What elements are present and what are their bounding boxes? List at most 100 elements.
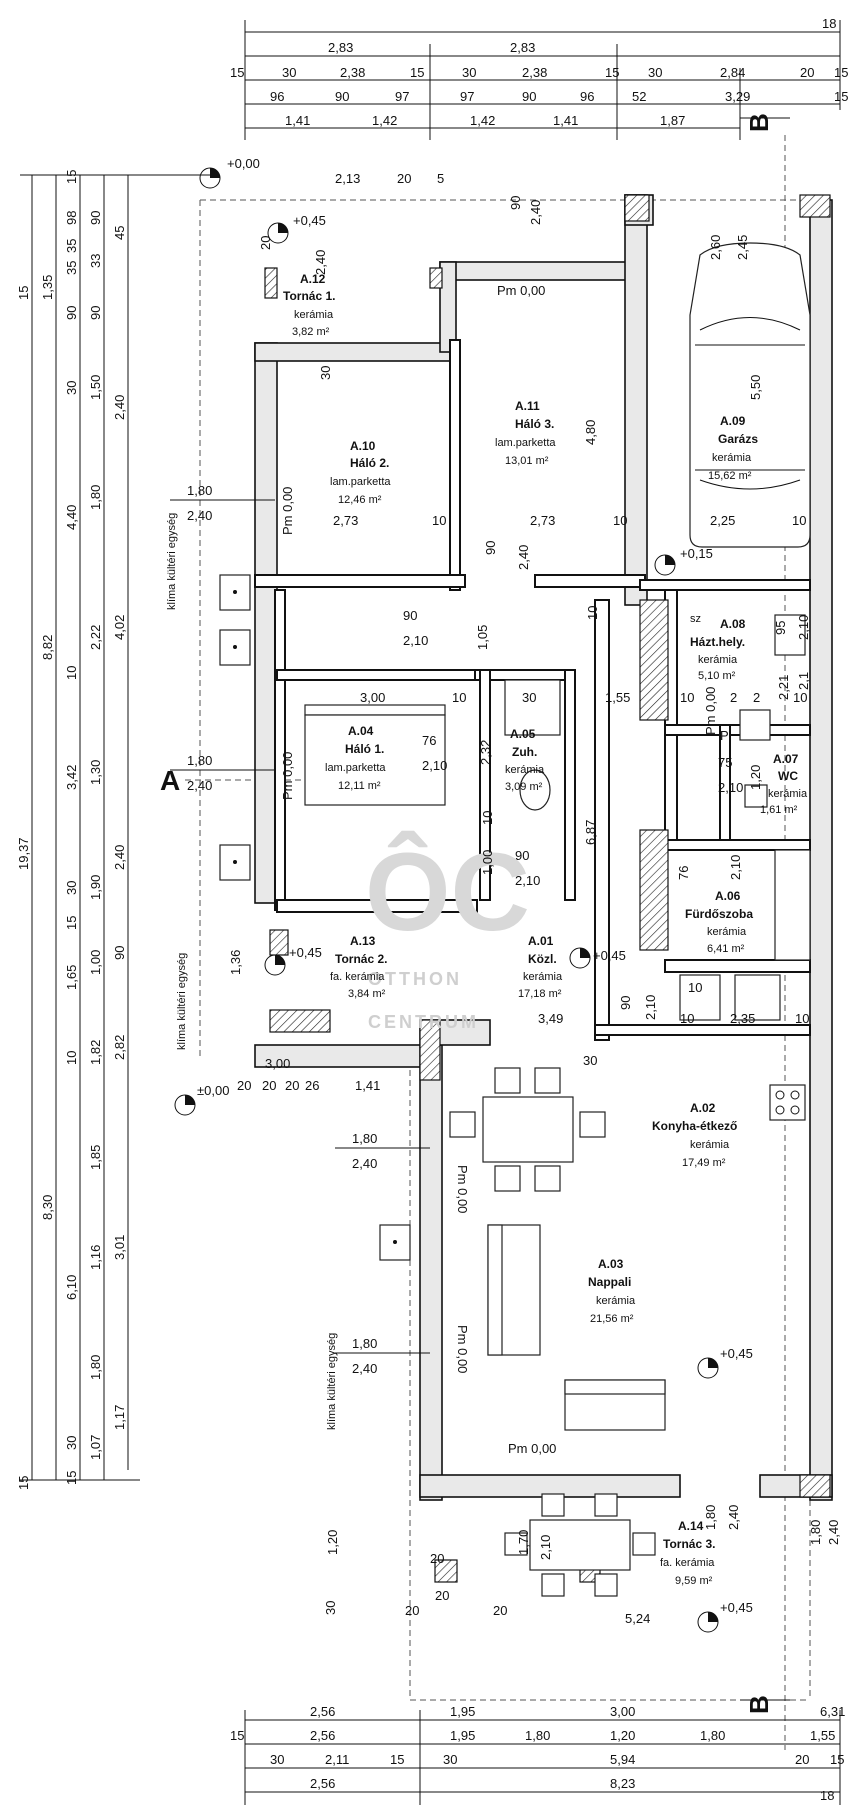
dim-left-c3-12: 10 <box>64 1051 79 1065</box>
dim-top-r3-10: 15 <box>834 65 848 80</box>
dim-left-c2-0: 1,35 <box>40 275 55 300</box>
pm-label-6: Pm 0,00 <box>455 1325 470 1373</box>
room-name-a06: Fürdőszoba <box>685 907 753 921</box>
inner-dim-57: 2,40 <box>826 1520 841 1545</box>
inner-dim-20: 3,00 <box>360 690 385 705</box>
dim-top-r4-4: 90 <box>522 89 536 104</box>
inner-dim-48: 20 <box>237 1078 251 1093</box>
level-6: +0,45 <box>593 948 626 963</box>
window-3-height: 2,40 <box>352 1156 377 1171</box>
dim-top-r5-1: 1,42 <box>372 113 397 128</box>
inner-dim-41: 2,10 <box>643 995 658 1020</box>
bottom-dimension-chains: 2,56 1,95 3,00 6,31 15 2,56 1,95 1,80 1,… <box>230 1704 845 1805</box>
inner-dim-26: 76 <box>422 733 436 748</box>
level-7: +0,45 <box>720 1346 753 1361</box>
dim-left-c3-0: 15 <box>64 170 79 184</box>
inner-dim-31: 1,20 <box>748 765 763 790</box>
window-5-height: 2,40 <box>726 1505 741 1530</box>
dim-top-r3-5: 2,38 <box>522 65 547 80</box>
dim-left-c3-6: 4,40 <box>64 505 79 530</box>
dim-bottom-r2-0: 15 <box>230 1728 244 1743</box>
dim-bottom-r2-5: 1,80 <box>700 1728 725 1743</box>
pm-labels: Pm 0,00 Pm 0,00 Pm 0,00 Pm 0,00 Pm 0,00 … <box>280 283 718 1456</box>
room-area-a12: 3,82 m² <box>292 326 330 338</box>
dim-left-c5-6: 3,01 <box>112 1235 127 1260</box>
dim-left-c5-2: 4,02 <box>112 615 127 640</box>
dim-left-c3-9: 30 <box>64 881 79 895</box>
dim-left-c4-4: 1,80 <box>88 485 103 510</box>
inner-dimension-labels: 2,13 20 5 90 2,40 2,40 30 4,80 2,73 10 2… <box>228 171 841 1626</box>
window-1-height: 2,40 <box>187 508 212 523</box>
dim-bottom-r3-0: 30 <box>270 1752 284 1767</box>
dim-left-c5-7: 1,17 <box>112 1405 127 1430</box>
inner-dim-42: 3,49 <box>538 1011 563 1026</box>
window-5-width: 1,80 <box>703 1505 718 1530</box>
dim-left-c3-8: 3,42 <box>64 765 79 790</box>
section-b-bottom-marker: B <box>740 1695 790 1714</box>
dim-bottom-r2-2: 1,95 <box>450 1728 475 1743</box>
dim-left-c3-2: 35 <box>64 239 79 253</box>
room-area-a06: 6,41 m² <box>707 943 745 955</box>
room-area-a02: 17,49 m² <box>682 1157 726 1169</box>
room-code-a07: A.07 <box>773 752 799 766</box>
inner-dim-12: 2,25 <box>710 513 735 528</box>
dim-left-c4-3: 1,50 <box>88 375 103 400</box>
inner-dim-3: 90 <box>508 196 523 210</box>
section-b-bottom-label: B <box>744 1695 774 1714</box>
dim-left-c1-1: 19,37 <box>16 837 31 870</box>
room-floor-a05: kerámia <box>505 764 545 776</box>
room-floor-a11: lam.parketta <box>495 437 556 449</box>
dim-left-c4-5: 2,22 <box>88 625 103 650</box>
inner-dim-39: 1,36 <box>228 950 243 975</box>
dim-left-c5-1: 2,40 <box>112 395 127 420</box>
room-area-a09: 15,62 m² <box>708 470 752 482</box>
inner-dim-64: 2,60 <box>708 235 723 260</box>
room-code-a09: A.09 <box>720 414 746 428</box>
top-dimension-chains: 18 2,83 2,83 15 30 2,38 15 30 2,38 15 30… <box>230 16 848 140</box>
inner-dim-55: 2,10 <box>538 1535 553 1560</box>
room-name-a09: Garázs <box>718 432 758 446</box>
dim-top-r3-1: 30 <box>282 65 296 80</box>
level-marker-icon <box>697 1357 719 1379</box>
inner-dim-6: 30 <box>318 366 333 380</box>
dim-left-c3-15: 15 <box>64 1471 79 1485</box>
dim-left-c5-0: 45 <box>112 226 127 240</box>
dim-left-c5-4: 90 <box>112 946 127 960</box>
building-walls <box>199 194 833 1701</box>
pm-label-2: Pm 0,00 <box>280 487 295 535</box>
dim-left-c1-2: 15 <box>16 1476 31 1490</box>
inner-dim-4: 2,40 <box>528 200 543 225</box>
room-floor-a14: fa. kerámia <box>660 1557 715 1569</box>
inner-dim-61: 20 <box>493 1603 507 1618</box>
dim-top-r3-4: 30 <box>462 65 476 80</box>
room-code-a05: A.05 <box>510 727 536 741</box>
room-name-a02: Konyha-étkező <box>652 1119 737 1133</box>
inner-dim-15: 2,40 <box>516 545 531 570</box>
dim-bottom-r3-6: 15 <box>830 1752 844 1767</box>
dining-table <box>449 1067 606 1192</box>
room-code-a04: A.04 <box>348 724 374 738</box>
level-4: +0,45 <box>289 945 322 960</box>
dim-top-r5-0: 1,41 <box>285 113 310 128</box>
level-5: ±0,00 <box>197 1083 229 1098</box>
room-name-a07: WC <box>778 769 798 783</box>
inner-dim-23: 1,55 <box>605 690 630 705</box>
dim-left-c3-3: 35 <box>64 261 79 275</box>
dim-left-c4-10: 1,85 <box>88 1145 103 1170</box>
room-code-a12: A.12 <box>300 272 326 286</box>
inner-dim-58: 20 <box>430 1551 444 1566</box>
dim-bottom-r4-2: 18 <box>820 1788 834 1803</box>
inner-dim-66: 5,50 <box>748 375 763 400</box>
dim-top-r4-6: 52 <box>632 89 646 104</box>
dim-left-c3-5: 30 <box>64 381 79 395</box>
dim-bottom-r3-3: 30 <box>443 1752 457 1767</box>
dim-top-r5-3: 1,41 <box>553 113 578 128</box>
room-floor-a10: lam.parketta <box>330 476 391 488</box>
inner-dim-65: 2,45 <box>735 235 750 260</box>
room-area-a05: 3,09 m² <box>505 781 543 793</box>
dim-left-c4-9: 1,82 <box>88 1040 103 1065</box>
room-code-a01: A.01 <box>528 934 554 948</box>
room-code-a11: A.11 <box>515 399 540 413</box>
room-code-a13: A.13 <box>350 934 376 948</box>
dim-left-c4-11: 1,16 <box>88 1245 103 1270</box>
